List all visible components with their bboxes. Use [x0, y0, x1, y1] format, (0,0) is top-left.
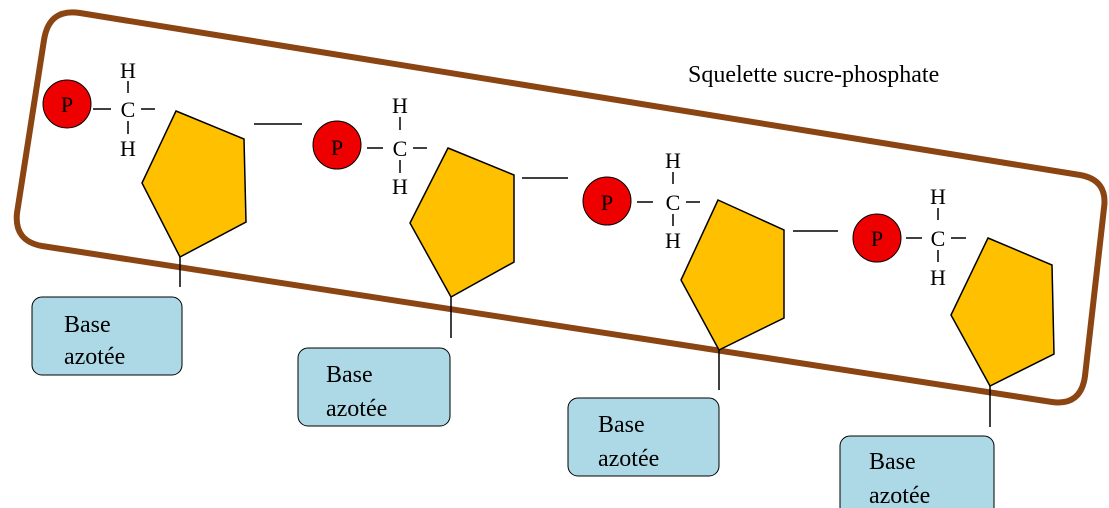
phosphate-label: P [871, 226, 883, 251]
hydrogen-label-bottom: H [665, 228, 681, 253]
hydrogen-label-bottom: H [930, 265, 946, 290]
hydrogen-label-bottom: H [392, 174, 408, 199]
base-label-line1: Base [598, 412, 645, 438]
nucleotide-1: P H C H Base azotée [31, 58, 247, 376]
carbon-label: C [121, 97, 136, 122]
base-label-line2: azotée [64, 344, 125, 370]
base-label-line2: azotée [598, 446, 659, 472]
phosphate-label: P [331, 135, 343, 160]
phosphate-group [852, 213, 902, 263]
hydrogen-label-top: H [392, 93, 408, 118]
hydrogen-label-top: H [930, 184, 946, 209]
phosphate-group [42, 79, 92, 129]
phosphate-group [582, 176, 632, 226]
hydrogen-label-top: H [665, 148, 681, 173]
nitrogenous-base-box [297, 347, 451, 427]
sugar-pentagon [950, 237, 1055, 387]
base-label-line1: Base [869, 449, 916, 475]
backbone-outline [13, 9, 1108, 406]
sugar-pentagon [141, 110, 247, 259]
sugar-pentagon [680, 199, 785, 351]
nitrogenous-base-box [839, 435, 995, 508]
phosphate-label: P [61, 92, 73, 117]
phosphate-label: P [601, 190, 613, 215]
sugar-pentagon [409, 147, 515, 299]
hydrogen-label-top: H [120, 58, 136, 83]
carbon-label: C [931, 226, 946, 251]
carbon-label: C [666, 190, 681, 215]
base-label-line2: azotée [869, 483, 930, 508]
nitrogenous-base-box [567, 397, 720, 477]
carbon-label: C [393, 136, 408, 161]
base-label-line2: azotée [326, 396, 387, 422]
nucleotide-3: P H C H Base azotée [567, 148, 785, 477]
nitrogenous-base-box [31, 296, 183, 376]
nucleotide-4: P H C H Base azotée [839, 184, 1055, 508]
base-label-line1: Base [64, 312, 111, 338]
base-label-line1: Base [326, 362, 373, 388]
backbone-label: Squelette sucre-phosphate [688, 62, 939, 88]
hydrogen-label-bottom: H [120, 136, 136, 161]
phosphate-group [312, 120, 362, 170]
nucleotide-2: P H C H Base azotée [297, 93, 515, 427]
